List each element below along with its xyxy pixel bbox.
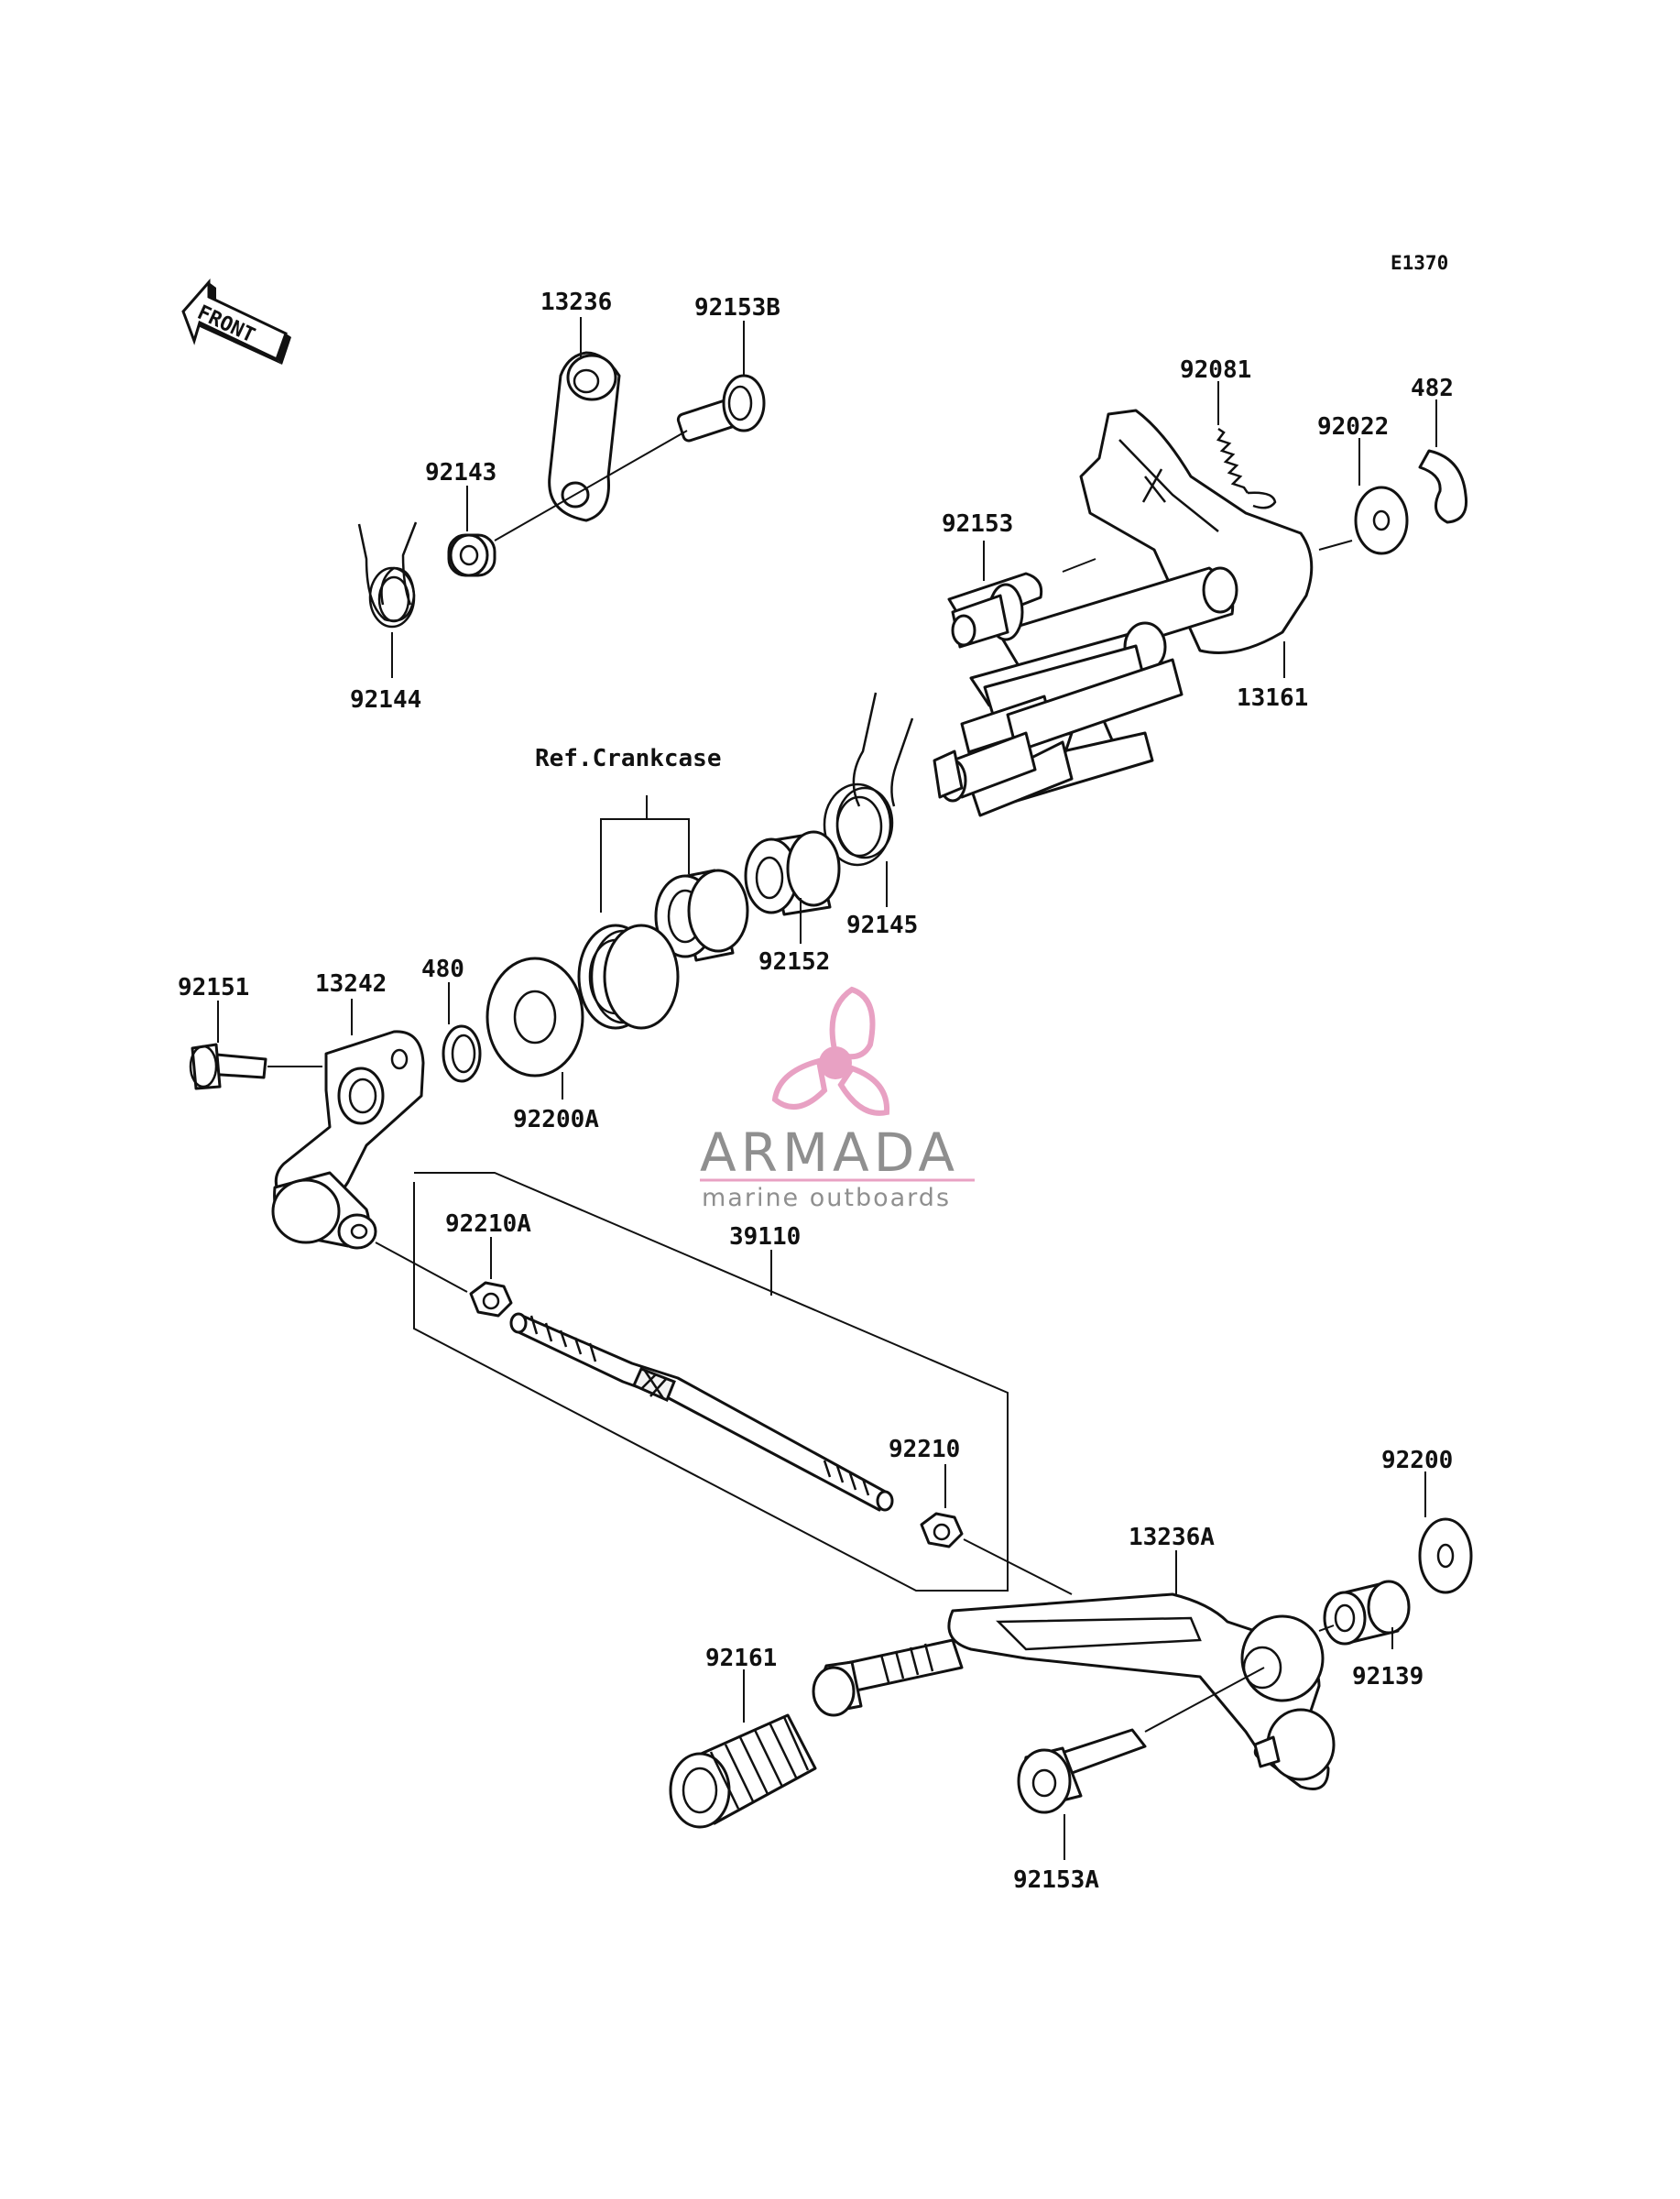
label-13236: 13236 (540, 289, 612, 316)
part-92139-collar (1323, 1580, 1411, 1646)
part-92144-spring (357, 521, 418, 629)
label-92139: 92139 (1352, 1663, 1424, 1690)
label-13161: 13161 (1237, 684, 1308, 712)
watermark-tagline: marine outboards (702, 1184, 951, 1212)
label-482: 482 (1411, 375, 1454, 402)
label-480: 480 (421, 956, 464, 983)
label-92152: 92152 (758, 948, 830, 976)
label-92144: 92144 (350, 686, 421, 714)
label-92161: 92161 (705, 1645, 777, 1672)
part-13161-shift-shaft (933, 409, 1314, 817)
label-13242: 13242 (315, 970, 387, 998)
part-92145-return-spring (823, 692, 914, 867)
part-92153-bolt (947, 572, 1043, 649)
front-arrow-icon: FRONT (181, 279, 291, 365)
part-92210A-nut (469, 1281, 513, 1318)
part-92161-pedal-rubber (669, 1713, 817, 1829)
label-92153B: 92153B (694, 294, 780, 322)
ref-crankcase-label: Ref.Crankcase (535, 745, 722, 772)
label-92200: 92200 (1381, 1447, 1453, 1474)
label-92145: 92145 (846, 912, 918, 939)
part-oil-seal (577, 924, 680, 1030)
part-92200-washer (1418, 1517, 1473, 1594)
part-92153A-bolt (1017, 1728, 1147, 1814)
part-92081-spring (1216, 427, 1277, 509)
label-92153: 92153 (942, 510, 1013, 538)
watermark-brand: ARMADA (700, 1121, 959, 1184)
propeller-icon (771, 986, 890, 1116)
part-480-circlip (442, 1024, 482, 1083)
part-needle-bearing (654, 869, 749, 962)
part-13242-shift-lever (271, 1030, 425, 1250)
part-92153B-bolt (676, 374, 766, 443)
part-482-circlip (1418, 449, 1468, 524)
label-92210A: 92210A (445, 1210, 531, 1238)
part-92200A-washer (485, 957, 584, 1078)
label-92210: 92210 (889, 1436, 960, 1463)
part-13236-arm (548, 351, 621, 522)
diagram-code: E1370 (1391, 252, 1448, 274)
label-13236A: 13236A (1129, 1524, 1215, 1551)
armada-logo: ARMADA marine outboards (700, 986, 975, 1212)
part-92210-nut (920, 1512, 964, 1548)
label-92143: 92143 (425, 459, 496, 487)
part-92152-collar (744, 830, 841, 916)
part-pedal-shaft (812, 1638, 964, 1717)
part-92151-bolt (189, 1043, 267, 1090)
label-92200A: 92200A (513, 1106, 599, 1133)
part-92143-collar (447, 533, 496, 577)
label-92081: 92081 (1180, 356, 1251, 384)
label-92022: 92022 (1317, 413, 1389, 441)
label-39110: 39110 (729, 1223, 801, 1251)
part-92022-washer (1354, 486, 1409, 555)
label-92151: 92151 (178, 974, 249, 1001)
label-92153A: 92153A (1013, 1866, 1099, 1894)
part-tie-rod (509, 1312, 894, 1512)
part-13236A-pedal-arm (947, 1592, 1336, 1790)
